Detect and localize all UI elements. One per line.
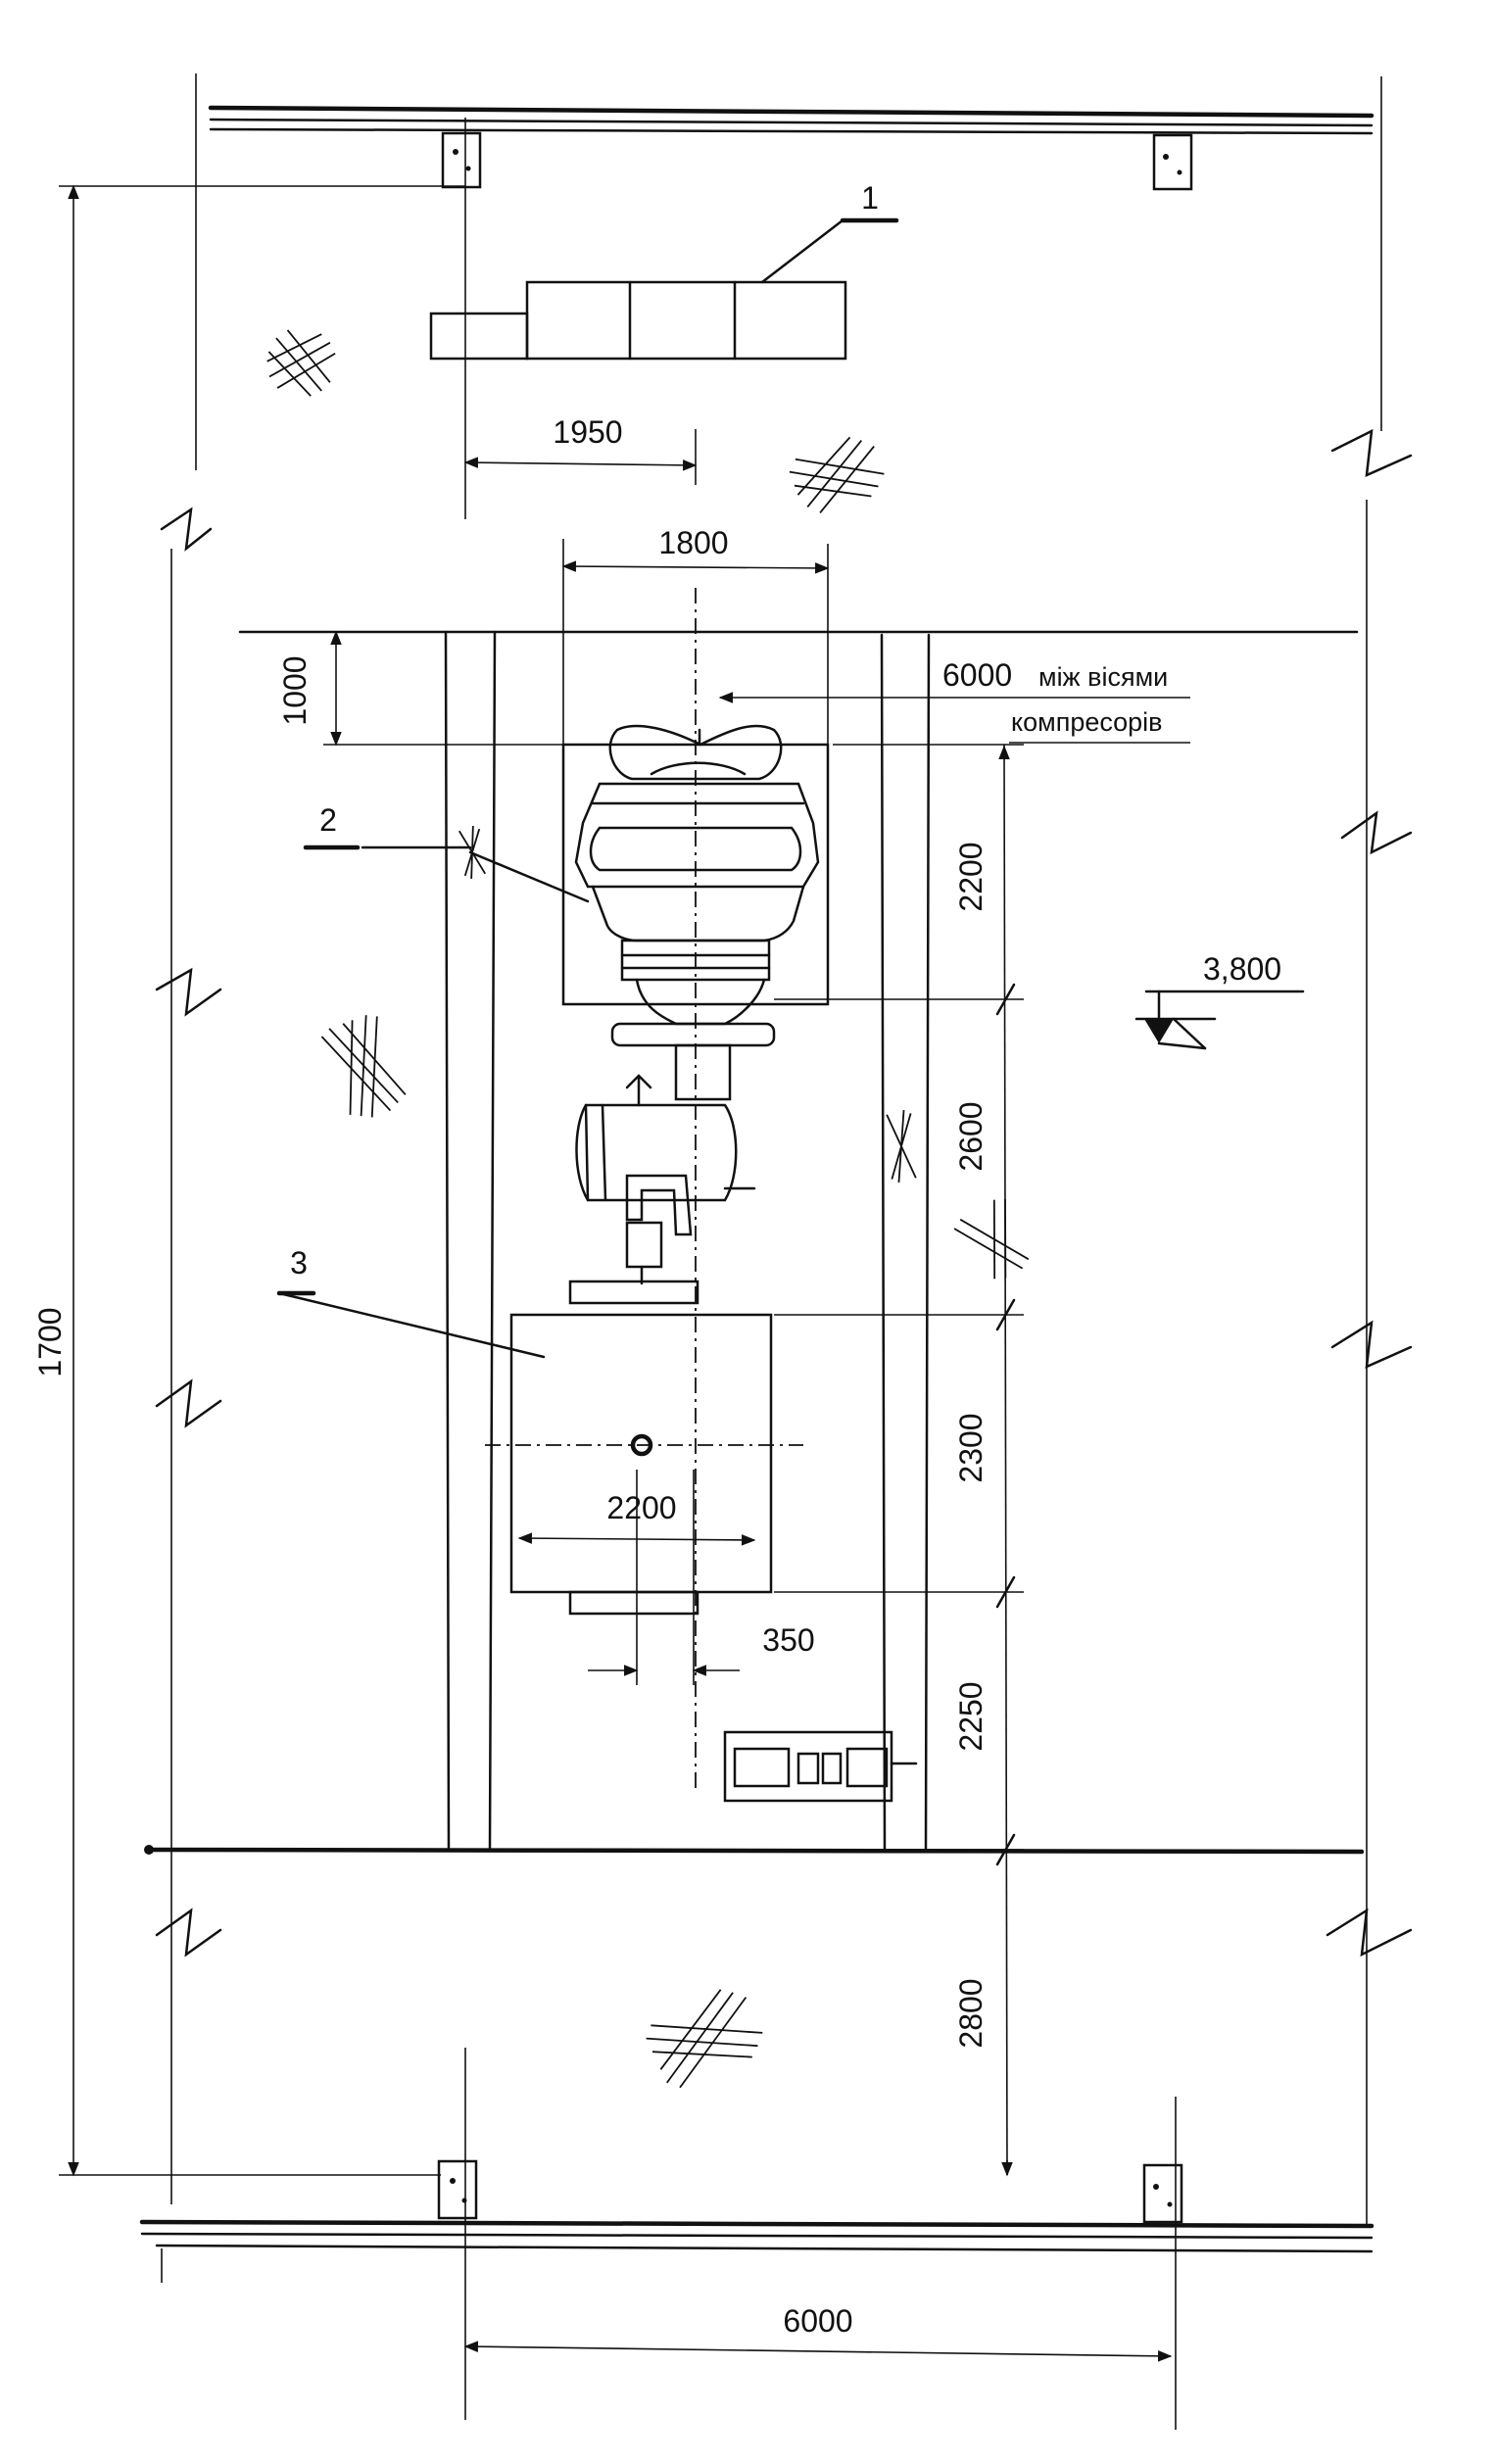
callout-1: 1 xyxy=(861,180,879,216)
callout-3: 3 xyxy=(290,1245,308,1280)
equipment-3-motor: 3 2200 350 xyxy=(276,1245,815,1685)
top-wall xyxy=(208,105,1374,135)
column-top-right xyxy=(1152,133,1193,191)
dim-1800-label: 1800 xyxy=(658,525,728,560)
axes-note-line1: між вісями xyxy=(1038,662,1168,692)
dim-2200-vertical-label: 2200 xyxy=(953,842,989,911)
axes-distance-note: 6000 між вісями компресорів xyxy=(718,657,1190,744)
vertical-dimension-chain: 2200 2600 2300 2250 2800 xyxy=(774,744,1024,2177)
equipment-1: 1 xyxy=(429,180,899,361)
column-bottom-left xyxy=(437,2159,478,2220)
elevation-label: 3,800 xyxy=(1203,951,1281,987)
dim-2800-label: 2800 xyxy=(953,1978,989,2048)
equipment-2-compressor: 2 xyxy=(303,724,830,1285)
column-bottom-right xyxy=(1142,2163,1183,2224)
dim-2200-horizontal-label: 2200 xyxy=(606,1490,676,1525)
dimension-1700: 1700 xyxy=(32,184,465,2177)
elevation-mark: 3,800 xyxy=(1134,951,1305,1050)
bottom-wall xyxy=(139,2219,1374,2253)
dim-2600-label: 2600 xyxy=(953,1101,989,1171)
dimension-6000-bottom: 6000 xyxy=(463,2303,1173,2362)
dimension-1000: 1000 xyxy=(277,630,568,747)
vertical-axis-lines xyxy=(161,73,1382,2430)
pump-unit xyxy=(723,1730,918,1803)
dim-2250-label: 2250 xyxy=(953,1681,989,1751)
dimension-1800: 1800 xyxy=(561,525,830,764)
dim-2300-label: 2300 xyxy=(953,1413,989,1482)
column-top-left xyxy=(441,131,482,189)
dim-6000-axes-label: 6000 xyxy=(942,657,1012,693)
foundation-outline xyxy=(144,630,1365,1855)
dimension-1950: 1950 xyxy=(463,414,698,485)
soil-hatching xyxy=(266,329,1030,2089)
axes-note-line2: компресорів xyxy=(1011,707,1163,737)
dim-1000-label: 1000 xyxy=(277,655,313,725)
dim-350-label: 350 xyxy=(762,1622,814,1658)
callout-2: 2 xyxy=(319,802,337,838)
dim-1950-label: 1950 xyxy=(553,414,622,450)
break-marks xyxy=(155,428,1413,1957)
dim-6000-bottom-label: 6000 xyxy=(783,2303,852,2339)
dim-1700-label: 1700 xyxy=(32,1307,68,1377)
